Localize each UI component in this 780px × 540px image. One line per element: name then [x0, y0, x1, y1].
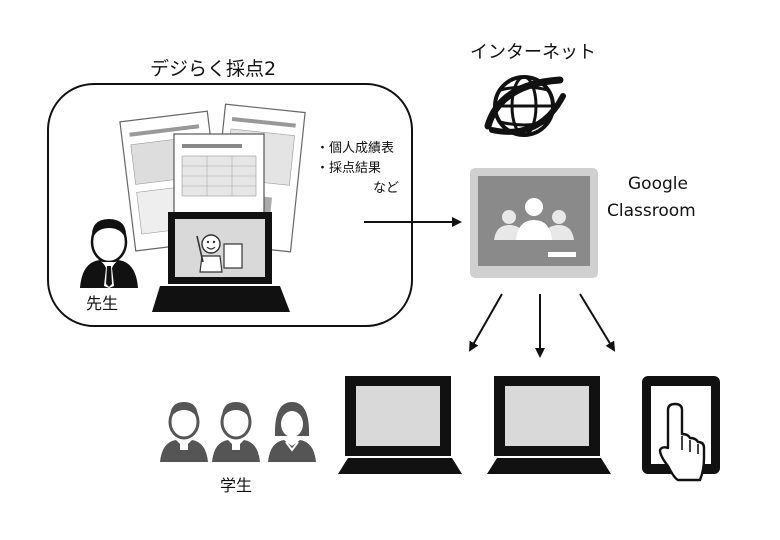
distribute-arrow-left: [469, 293, 503, 352]
google-classroom-logo-icon: [470, 168, 598, 278]
student-label: 学生: [220, 476, 253, 495]
touch-hand-icon: [658, 402, 706, 482]
system-title: デジらく採点2: [150, 58, 277, 80]
report-note-results: ・採点結果: [316, 161, 382, 176]
classroom-label-line1: Google: [628, 174, 688, 194]
teacher-label: 先生: [86, 294, 119, 313]
report-note-etc: など: [373, 181, 400, 196]
distribute-arrow-right: [579, 293, 616, 352]
report-note-individual: ・個人成績表: [316, 141, 395, 156]
classroom-label-line2: Classroom: [607, 201, 696, 221]
system-box: [47, 83, 413, 327]
students-icon: [160, 402, 316, 462]
internet-label: インターネット: [470, 42, 596, 63]
teacher-laptop-icon: [152, 212, 290, 312]
globe-icon: [484, 75, 566, 137]
teacher-icon: [80, 219, 138, 288]
student-laptop-icon-1: [338, 376, 462, 474]
student-laptop-icon-2: [487, 376, 611, 474]
